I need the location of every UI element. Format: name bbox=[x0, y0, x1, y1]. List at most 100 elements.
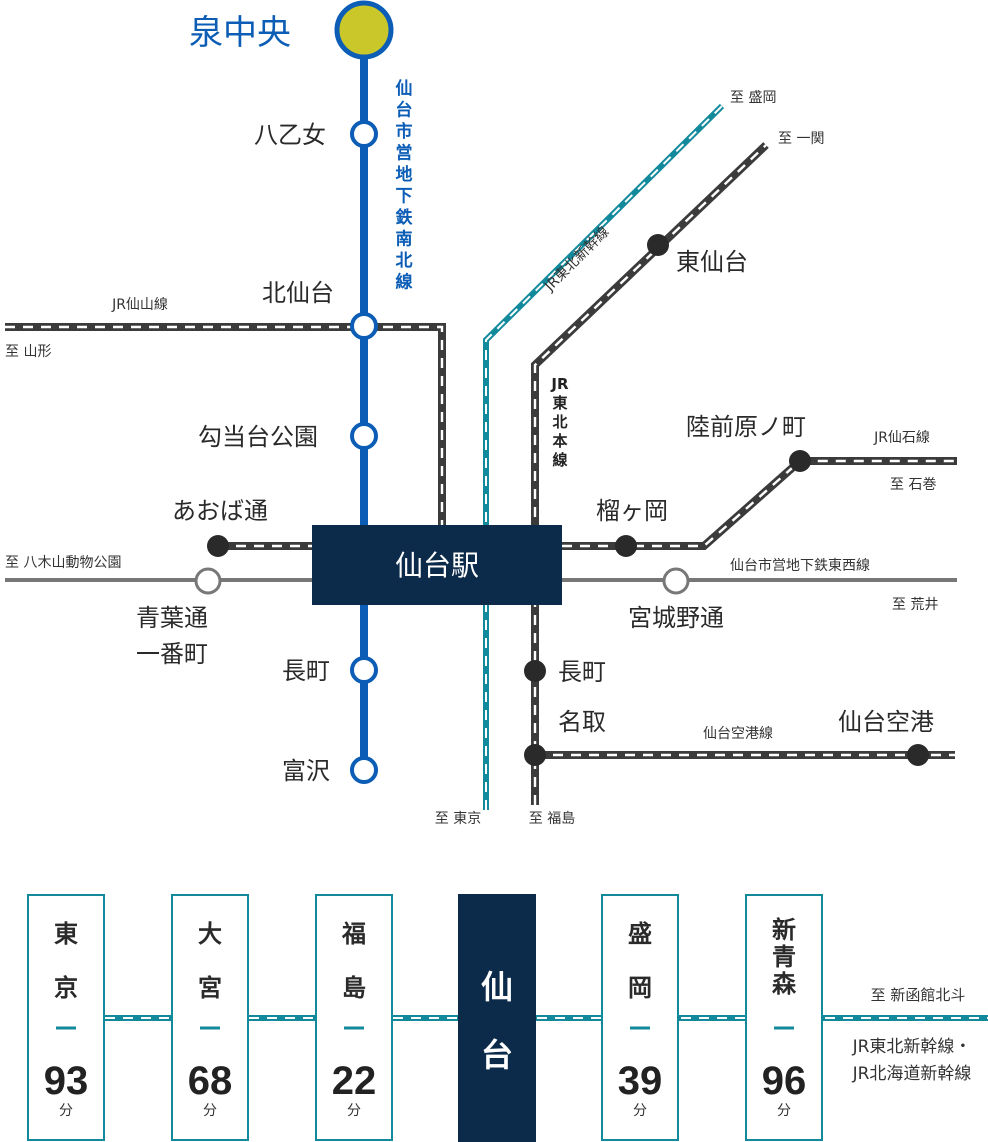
hub-vertical-label: 仙台 bbox=[481, 968, 513, 1074]
nanboku-label-char: 北 bbox=[396, 251, 413, 271]
line-note-1: JR東北新幹線・ bbox=[852, 1036, 972, 1057]
direction-ichinoseki: 至 一関 bbox=[778, 131, 824, 147]
minutes-unit: 分 bbox=[203, 1103, 217, 1119]
station-label: 東仙台 bbox=[676, 248, 748, 276]
hub-label-char: 仙 bbox=[481, 968, 513, 1006]
station-kotodai-koen[interactable]: 勾当台公園 bbox=[198, 422, 378, 451]
hub-label: 仙台駅 bbox=[395, 549, 479, 582]
station-miyaginodori[interactable]: 宮城野通 bbox=[628, 567, 724, 632]
destination-name-char: 京 bbox=[54, 974, 78, 1002]
station-label: 榴ヶ岡 bbox=[596, 497, 668, 525]
travel-minutes: 68 bbox=[188, 1059, 233, 1103]
station-label: 一番町 bbox=[136, 640, 208, 668]
tohoku-main-line bbox=[531, 142, 769, 805]
station-label: 長町 bbox=[558, 658, 606, 686]
direction-morioka: 至 盛岡 bbox=[730, 90, 776, 106]
senzan-line bbox=[5, 323, 446, 530]
station-label: 青葉通 bbox=[136, 604, 208, 632]
station-sendai-airport[interactable]: 仙台空港 bbox=[838, 708, 934, 766]
station-label: 仙台空港 bbox=[838, 708, 934, 736]
tohoku-label-char: 北 bbox=[552, 413, 567, 431]
travel-minutes: 96 bbox=[762, 1059, 807, 1103]
station-aobadori[interactable]: あおば通 bbox=[172, 497, 268, 557]
shinkansen-line bbox=[483, 103, 725, 810]
shinkansen-line-label: JR東北新幹線 bbox=[540, 223, 612, 295]
station-izumichuo[interactable]: 泉中央 bbox=[189, 0, 394, 60]
station-label: 名取 bbox=[558, 708, 606, 736]
tozai-line-label: 仙台市営地下鉄東西線 bbox=[730, 557, 870, 574]
nanboku-label-char: 線 bbox=[396, 272, 413, 293]
station-higashisendai[interactable]: 東仙台 bbox=[647, 234, 748, 276]
nanboku-label-char: 地 bbox=[396, 164, 413, 185]
direction-ishinomaki: 至 石巻 bbox=[890, 477, 936, 493]
station-label: 八乙女 bbox=[254, 121, 326, 149]
destination-name-char: 岡 bbox=[628, 974, 652, 1002]
tohoku-label-char: 東 bbox=[552, 394, 567, 412]
direction-tokyo: 至 東京 bbox=[435, 811, 481, 827]
station-natori[interactable]: 名取 bbox=[524, 708, 606, 766]
sendai-station-hub[interactable]: 仙台駅 bbox=[312, 525, 562, 605]
destination-name-char: 東 bbox=[54, 920, 78, 948]
terminus-label: 泉中央 bbox=[189, 13, 291, 53]
destination-name-char: 福 bbox=[341, 920, 366, 948]
station-nagamachi[interactable]: 長町 bbox=[282, 656, 378, 685]
nanboku-label-char: 鉄 bbox=[396, 207, 413, 228]
direction-yamagata: 至 山形 bbox=[5, 344, 51, 360]
destination-name-char: 新 bbox=[772, 916, 796, 944]
tohoku-label-char: JR bbox=[550, 375, 569, 393]
nanboku-label-char: 市 bbox=[396, 121, 413, 142]
nanboku-label-char: 下 bbox=[396, 187, 413, 207]
station-label: 勾当台公園 bbox=[198, 423, 318, 451]
station-label: 北仙台 bbox=[262, 279, 334, 307]
destination-box[interactable]: 大宮 68分 bbox=[171, 894, 249, 1141]
line-note-2: JR北海道新幹線 bbox=[852, 1063, 972, 1084]
minutes-unit: 分 bbox=[347, 1103, 361, 1119]
senseki-line-label: JR仙石線 bbox=[873, 430, 930, 446]
minutes-unit: 分 bbox=[59, 1103, 73, 1119]
destination-name-char: 大 bbox=[198, 920, 222, 948]
station-label: 陸前原ノ町 bbox=[686, 413, 806, 441]
travel-minutes: 93 bbox=[44, 1059, 89, 1103]
tohoku-label-char: 本 bbox=[552, 432, 567, 450]
destination-name-char: 青 bbox=[772, 943, 796, 971]
hub-box-sendai[interactable]: 仙台 bbox=[458, 894, 536, 1142]
station-nagamachi-jr[interactable]: 長町 bbox=[524, 658, 606, 686]
minutes-unit: 分 bbox=[633, 1103, 647, 1119]
station-tomizawa[interactable]: 富沢 bbox=[282, 756, 378, 785]
tohoku-label-char: 線 bbox=[552, 451, 567, 469]
station-tsutsujigaoka[interactable]: 榴ヶ岡 bbox=[596, 497, 668, 557]
hub-label-char: 台 bbox=[481, 1036, 513, 1074]
destination-name-char: 宮 bbox=[198, 974, 222, 1002]
station-rikuzenharanomachi[interactable]: 陸前原ノ町 bbox=[686, 413, 811, 472]
senzan-line-label: JR仙山線 bbox=[111, 297, 168, 313]
station-label: あおば通 bbox=[172, 497, 268, 525]
direction-yagiyama: 至 八木山動物公園 bbox=[5, 555, 121, 571]
airport-line-label: 仙台空港線 bbox=[703, 726, 773, 742]
nanboku-label-char: 台 bbox=[396, 100, 413, 121]
station-aoba-ichibancho[interactable]: 青葉通 一番町 bbox=[136, 567, 222, 668]
station-label: 宮城野通 bbox=[628, 604, 724, 632]
destination-name-char: 島 bbox=[342, 974, 366, 1002]
destination-box[interactable]: 福島 22分 bbox=[315, 894, 393, 1141]
nanboku-label-char: 仙 bbox=[396, 78, 413, 99]
destination-name-char: 森 bbox=[772, 970, 797, 998]
station-kitasendai[interactable]: 北仙台 bbox=[262, 279, 378, 340]
station-label: 長町 bbox=[282, 657, 330, 685]
station-label: 富沢 bbox=[282, 757, 330, 785]
direction-fukushima: 至 福島 bbox=[529, 811, 575, 827]
travel-minutes: 39 bbox=[618, 1059, 663, 1103]
station-yaotome[interactable]: 八乙女 bbox=[254, 120, 378, 149]
destination-box[interactable]: 東京 93分 bbox=[27, 894, 105, 1141]
direction-arai: 至 荒井 bbox=[892, 597, 938, 613]
travel-minutes: 22 bbox=[332, 1059, 377, 1103]
destination-box[interactable]: 新青森 96分 bbox=[745, 894, 823, 1141]
minutes-unit: 分 bbox=[777, 1103, 791, 1119]
nanboku-label-char: 営 bbox=[396, 143, 413, 164]
nanboku-label-char: 南 bbox=[396, 229, 413, 250]
